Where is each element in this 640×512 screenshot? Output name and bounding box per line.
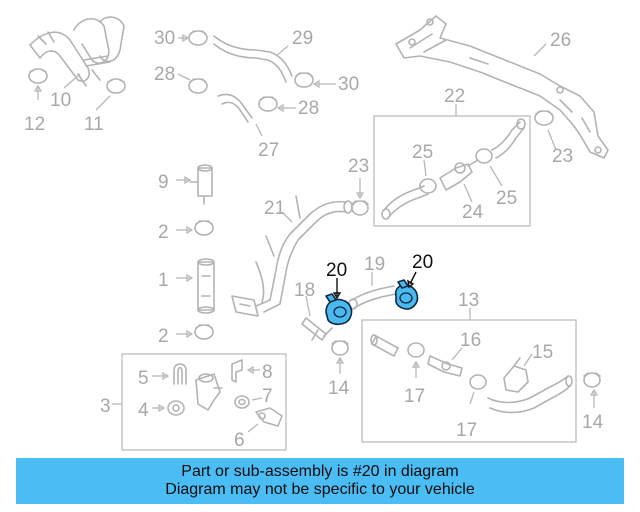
fitting-center [195, 373, 223, 411]
callout-20-right: 20 [412, 252, 433, 273]
callout-18: 18 [294, 280, 315, 301]
callout-19: 19 [364, 254, 385, 275]
pipe-29 [213, 35, 293, 83]
clamp-30-right [294, 72, 314, 88]
assembly-box-22 [373, 115, 531, 227]
assembly-box-3 [121, 353, 287, 451]
callout-14-right: 14 [582, 412, 604, 433]
callout-30-right: 30 [338, 74, 359, 95]
callout-16: 16 [460, 330, 481, 351]
pipe-21 [231, 195, 353, 317]
clamp-28-left [188, 78, 208, 94]
callout-7: 7 [262, 386, 273, 407]
callout-14-mid: 14 [328, 378, 350, 399]
fitting-15 [503, 357, 529, 393]
callout-25-left: 25 [412, 142, 433, 163]
bracket-26 [395, 15, 609, 159]
clamp-14-right [583, 372, 601, 388]
part-info-banner: Part or sub-assembly is #20 in diagram D… [16, 458, 624, 504]
callout-29: 29 [292, 28, 313, 49]
callout-17-bottom: 17 [456, 420, 477, 441]
hose-19 [348, 285, 397, 310]
assembly-box-13 [361, 319, 577, 443]
clamp-2-top [194, 220, 214, 236]
callout-2-bottom: 2 [158, 326, 169, 347]
callout-10: 10 [50, 90, 71, 111]
clamp-2-bottom [194, 324, 214, 340]
pipe-1 [197, 258, 215, 314]
tee-9 [189, 164, 213, 205]
gasket-7 [234, 395, 250, 409]
callout-22: 22 [444, 86, 465, 107]
callout-2-top: 2 [158, 222, 169, 243]
hose-box22-right [491, 118, 526, 159]
clamp-20-right [394, 279, 419, 310]
callout-23-left: 23 [348, 156, 369, 177]
callout-3: 3 [100, 396, 111, 417]
callout-27: 27 [258, 140, 279, 161]
callout-24: 24 [462, 202, 484, 223]
clamp-28-right [258, 96, 278, 112]
clip-5 [173, 363, 187, 385]
callout-25-right: 25 [496, 188, 517, 209]
callout-20-left: 20 [326, 260, 347, 281]
valve-16 [427, 355, 463, 377]
clamp-25-right [475, 148, 493, 164]
callout-23-right: 23 [552, 146, 573, 167]
fitting-6 [255, 407, 283, 427]
callout-28-right: 28 [298, 98, 319, 119]
clamp-30-top [188, 30, 208, 46]
clamp-23-right [534, 110, 554, 126]
clamp-12 [28, 68, 48, 84]
hose-10 [29, 16, 125, 87]
clip-8 [231, 359, 243, 383]
callout-5: 5 [138, 368, 149, 389]
clamp-23-left [351, 200, 369, 216]
valve-24 [439, 159, 479, 191]
hose-box13-left [370, 334, 399, 357]
clamp-17-top [407, 342, 425, 358]
callout-12: 12 [24, 114, 45, 135]
callout-9: 9 [158, 172, 169, 193]
callout-15: 15 [532, 342, 553, 363]
banner-line-2: Diagram may not be specific to your vehi… [165, 481, 475, 498]
clamp-20-left [325, 293, 353, 326]
callout-1: 1 [158, 270, 169, 291]
gasket-4 [167, 400, 185, 416]
hose-27 [217, 93, 253, 123]
callout-21: 21 [264, 198, 285, 219]
callout-28-left: 28 [154, 64, 175, 85]
callout-30-top: 30 [154, 28, 175, 49]
hose-box13-right [487, 375, 573, 414]
clamp-25-left [419, 178, 437, 194]
clamp-11 [106, 78, 126, 94]
clamp-17-bottom [469, 374, 487, 390]
hose-18 [301, 317, 333, 341]
callout-6: 6 [234, 430, 245, 451]
callout-4: 4 [138, 400, 149, 421]
callout-8: 8 [262, 362, 273, 383]
callout-13: 13 [458, 290, 479, 311]
callout-11: 11 [84, 114, 104, 135]
clamp-14-mid [331, 340, 349, 356]
callout-26: 26 [550, 30, 571, 51]
callout-17-top: 17 [404, 386, 425, 407]
banner-line-1: Part or sub-assembly is #20 in diagram [181, 463, 459, 480]
hose-box22-left [381, 185, 429, 220]
